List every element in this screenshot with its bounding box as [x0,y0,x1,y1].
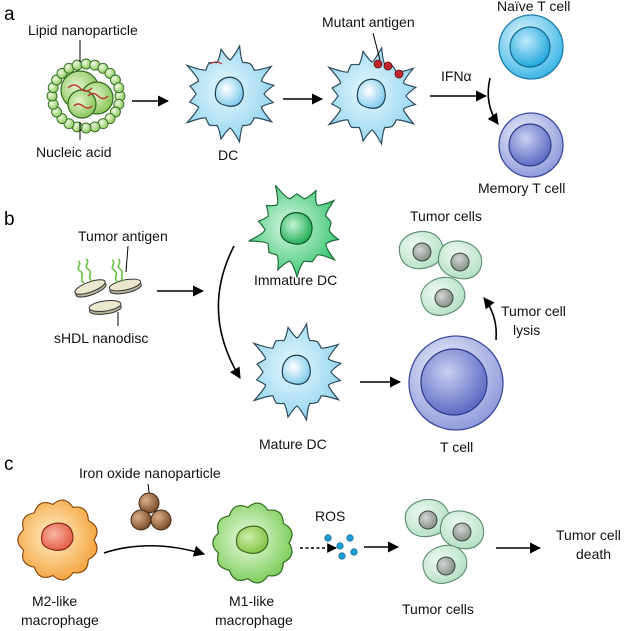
label-iron-oxide: Iron oxide nanoparticle [79,465,221,481]
arrow-a4 [487,77,499,125]
arrow-b2 [217,245,241,379]
label-ros: ROS [315,508,345,524]
label-tumor-cells-b: Tumor cells [410,208,482,224]
immature-dc [248,184,340,279]
panel-label-b: b [4,209,15,230]
label-t-cell: T cell [440,439,473,455]
tumor-cells-cluster-c [404,499,485,584]
antigen-presenting-dc [327,45,418,146]
tumor-cells-cluster-b [398,231,483,316]
label-m2-line2: macrophage [21,612,99,628]
label-nucleic-acid: Nucleic acid [36,144,111,160]
t-cell [408,335,504,431]
arrow-b4 [483,297,498,341]
lipid-shell-beads [46,58,126,134]
label-m1-line1: M1-like [229,593,274,609]
tumor-antigen-strand [77,260,85,284]
dendritic-cell [185,43,276,144]
label-mature-dc: Mature DC [259,436,327,452]
label-dc: DC [218,147,238,163]
lipid-bead [113,82,125,94]
label-immature-dc: Immature DC [254,272,337,288]
m2-like-macrophage [17,499,98,581]
label-memory-t-cell: Memory T cell [478,180,565,196]
mutant-pointer-line [372,32,381,61]
naive-t-cell [498,14,564,80]
mature-dc [252,321,343,422]
label-shdl-nanodisc: sHDL nanodisc [54,330,148,346]
label-death-line2: death [576,546,611,562]
arrow-c1 [103,544,206,557]
ros-dots [324,534,358,560]
label-naive-t-cell: Naïve T cell [497,0,570,14]
label-tumor-cell-lysis-1: Tumor cell [501,303,566,319]
panel-label-c: c [4,454,14,475]
label-tumor-antigen: Tumor antigen [78,228,168,244]
tumor-cell [398,231,444,270]
label-lipid-nanoparticle: Lipid nanoparticle [28,22,138,38]
tumor-antigen-pointer [125,245,129,273]
label-tumor-cells-c: Tumor cells [402,601,474,617]
label-death-line1: Tumor cell [556,527,621,543]
nanodisc [74,279,107,298]
nucleic-acid-strand [67,84,93,92]
label-tumor-cell-lysis-2: lysis [513,322,540,338]
label-m2-line1: M2-like [32,593,77,609]
label-mutant-antigen: Mutant antigen [322,14,415,30]
memory-t-cell [498,112,564,178]
lipid-nanoparticle [46,58,126,134]
shdl-nanodiscs [74,258,142,315]
label-m1-line2: macrophage [215,612,293,628]
label-ifn: IFNα [441,68,472,84]
panel-label-a: a [4,4,15,25]
m1-like-macrophage [212,502,293,584]
mutant-antigen-dot [373,59,383,69]
iron-oxide-nanoparticles [130,492,172,531]
